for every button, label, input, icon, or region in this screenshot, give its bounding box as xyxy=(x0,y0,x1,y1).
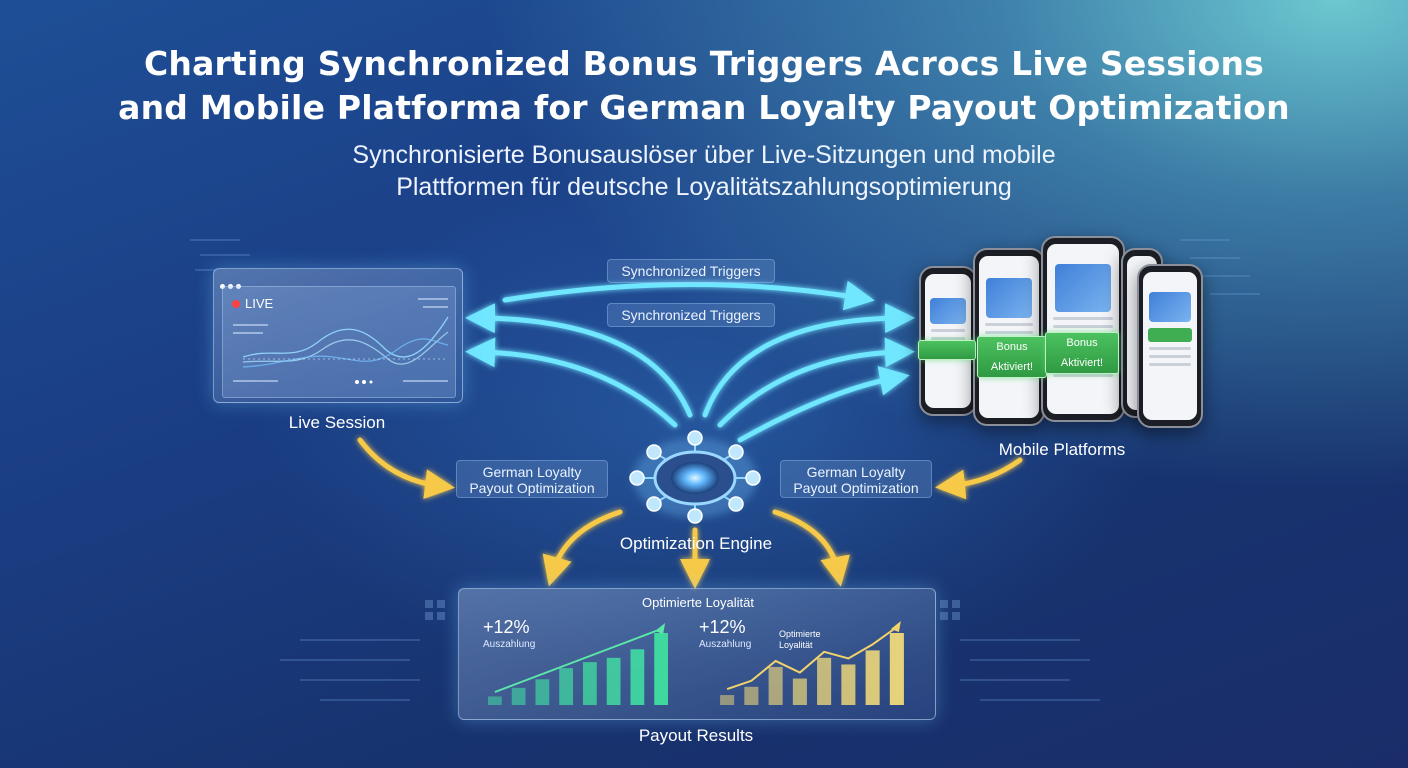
chart-right-bar-8 xyxy=(889,633,904,705)
chart-left-bar-5 xyxy=(582,662,597,705)
trigger-label-bottom: Synchronized Triggers xyxy=(607,303,775,327)
payout-results-label: Payout Results xyxy=(638,726,754,745)
chart-right-bar-2 xyxy=(744,686,759,705)
input-arrow-left xyxy=(357,437,455,500)
trigger-arrow-right-2 xyxy=(717,337,915,428)
engine-pill-right: German Loyalty Payout Optimization xyxy=(780,460,932,498)
engine-pill-left-line1: German Loyalty xyxy=(482,464,582,480)
live-screen: LIVE xyxy=(222,286,456,398)
optimization-engine-hub-icon xyxy=(629,430,761,524)
live-tag: LIVE xyxy=(245,296,274,311)
chart-right-bar-6 xyxy=(841,664,856,705)
optimization-engine-label: Optimization Engine xyxy=(619,534,773,553)
trigger-label-top: Synchronized Triggers xyxy=(607,259,775,283)
mobile-phones-group: Bonus Aktiviert! Bonus Aktiviert! xyxy=(917,232,1207,432)
left-stat-sub: Auszahlung xyxy=(483,639,536,650)
results-chart-right xyxy=(720,621,904,705)
engine-pill-left-line2: Payout Optimization xyxy=(469,480,595,496)
right-note: Optimierte Loyalität xyxy=(779,629,821,651)
bonus-activated-badge-left: Bonus Aktiviert! xyxy=(977,336,1047,378)
chart-right-bar-4 xyxy=(792,678,807,705)
live-session-panel: LIVE xyxy=(213,268,463,403)
results-panel-title: Optimierte Loyalität xyxy=(642,595,754,610)
page-subtitle-line1: Synchronisierte Bonusauslöser über Live-… xyxy=(352,141,1056,169)
chart-right-bar-3 xyxy=(768,666,783,705)
chart-right-bar-7 xyxy=(865,650,880,705)
chart-right-bar-1 xyxy=(720,695,735,705)
chart-left-trend-arrow-icon xyxy=(655,623,666,634)
phone-5 xyxy=(1137,264,1203,428)
chart-right-trend-line xyxy=(726,626,898,691)
page-title-line1: Charting Synchronized Bonus Triggers Acr… xyxy=(143,44,1265,83)
output-arrow-left xyxy=(542,509,623,587)
chart-left-bar-4 xyxy=(559,668,574,705)
live-session-label: Live Session xyxy=(288,413,386,432)
chart-left-bar-6 xyxy=(606,657,621,705)
chart-left-trend-line xyxy=(494,628,662,693)
live-indicator: LIVE xyxy=(232,296,273,311)
output-arrow-right xyxy=(772,509,850,587)
chart-left-bar-2 xyxy=(511,687,526,705)
live-dot-icon xyxy=(232,299,240,308)
trigger-arrow-right-3 xyxy=(737,365,910,443)
engine-pill-left: German Loyalty Payout Optimization xyxy=(456,460,608,498)
page-title-line2: and Mobile Platforma for German Loyalty … xyxy=(118,88,1290,127)
right-stat: +12% xyxy=(699,617,746,637)
trigger-arrow-left-2 xyxy=(465,337,678,428)
right-note-line1: Optimierte xyxy=(779,629,821,639)
chart-right-bar-5 xyxy=(817,657,832,705)
bonus-badge-small xyxy=(918,340,976,360)
chart-right-trend-arrow-icon xyxy=(890,621,901,632)
payout-results-panel: Optimierte Loyalität +12% Auszahlung +12… xyxy=(458,588,936,720)
right-note-line2: Loyalität xyxy=(779,640,813,650)
chart-left-bar-1 xyxy=(487,696,502,705)
left-stat: +12% xyxy=(483,617,530,637)
right-stat-sub: Auszahlung xyxy=(699,639,752,650)
phone-3 xyxy=(1041,236,1125,422)
mobile-platforms-label: Mobile Platforms xyxy=(998,440,1126,459)
trigger-arrow-left-1 xyxy=(465,303,693,418)
trigger-arrow-top xyxy=(502,280,875,311)
page-subtitle-line2: Plattformen für deutsche Loyalitätszahlu… xyxy=(396,173,1012,201)
bonus-activated-badge-center: Bonus Aktiviert! xyxy=(1045,332,1119,374)
results-chart-left xyxy=(487,623,669,705)
input-arrow-right xyxy=(935,457,1023,500)
chart-left-bar-3 xyxy=(535,679,550,705)
engine-pill-right-line1: German Loyalty xyxy=(806,464,906,480)
live-waveform xyxy=(233,298,449,384)
chart-left-bar-7 xyxy=(630,649,645,705)
chart-left-bar-8 xyxy=(654,633,669,705)
trigger-arrow-right-1 xyxy=(702,303,915,418)
engine-pill-right-line2: Payout Optimization xyxy=(793,480,919,496)
